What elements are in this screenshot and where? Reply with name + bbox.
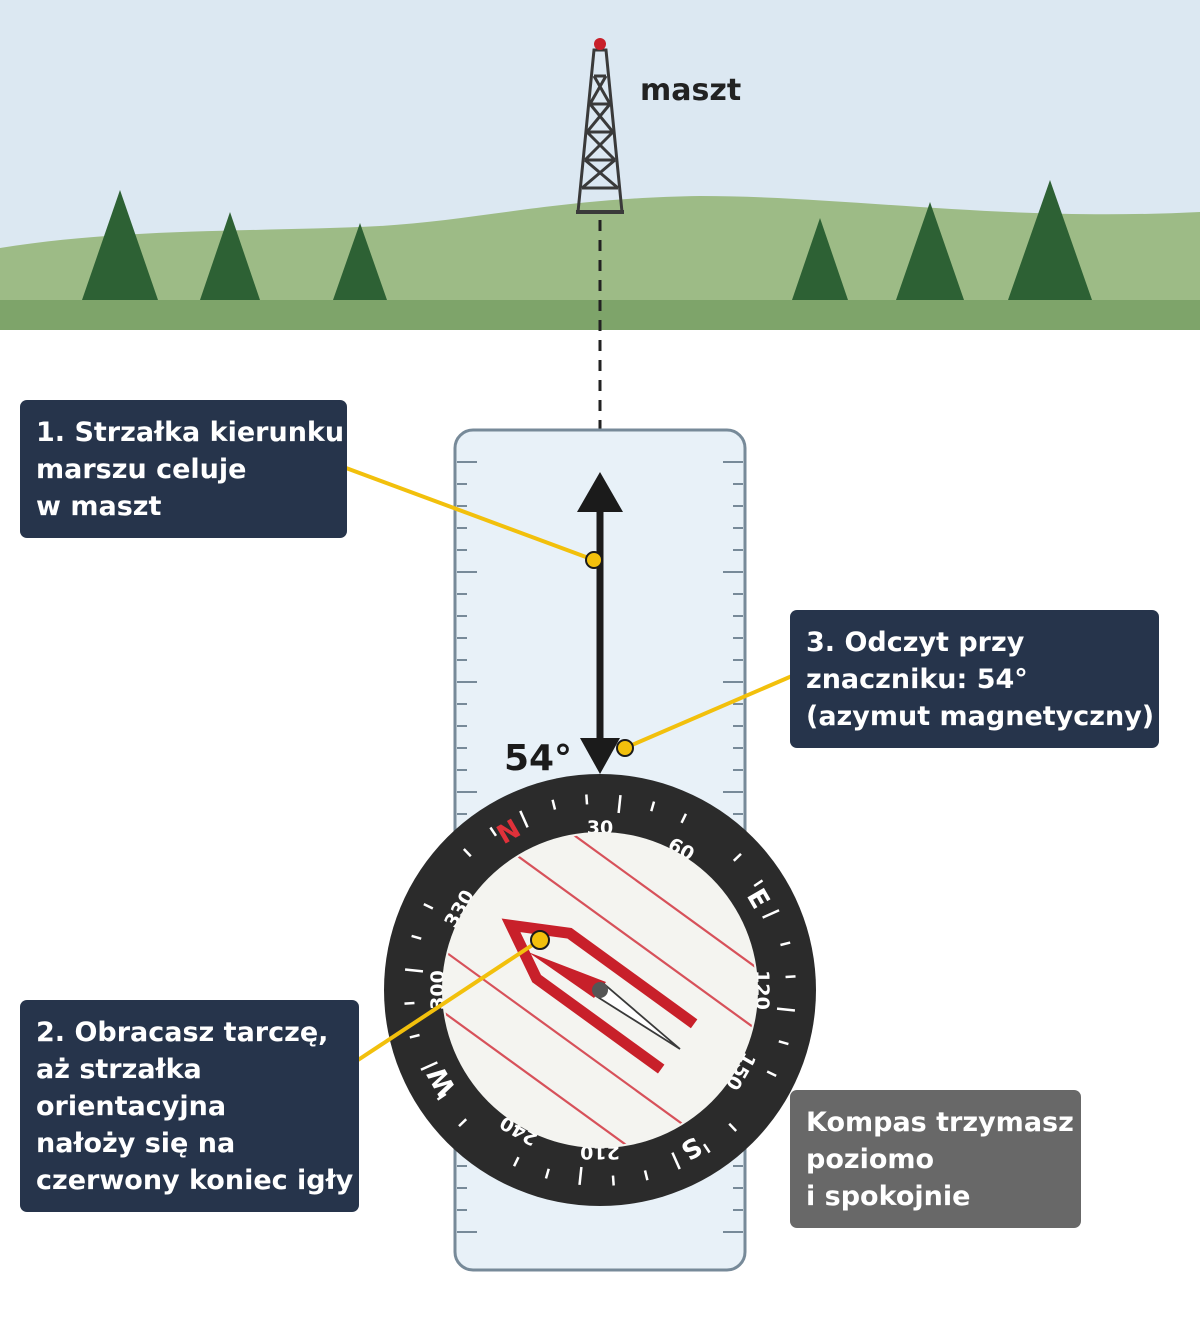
callout-note-line-2: poziomo <box>806 1144 935 1175</box>
callout-step-1-line-2: marszu celuje <box>36 454 247 485</box>
callout-step-3: 3. Odczyt przy znaczniku: 54° (azymut ma… <box>790 610 1159 748</box>
callout-step-1-line-1: 1. Strzałka kierunku <box>36 417 345 448</box>
callout-step-3-line-3: (azymut magnetyczny) <box>806 701 1155 732</box>
index-marker <box>580 738 620 774</box>
bezel-tick <box>650 801 656 812</box>
bezel-tick <box>753 879 764 888</box>
leader-1-dot <box>585 551 603 569</box>
bezel-tick <box>728 1122 738 1132</box>
callout-step-1: 1. Strzałka kierunku marszu celuje w mas… <box>20 400 347 538</box>
leader-2 <box>356 938 542 1062</box>
leader-3-dot <box>616 739 634 757</box>
meridian-lines <box>444 834 756 1146</box>
bezel-tick <box>436 1092 447 1101</box>
bezel-tick <box>780 941 791 947</box>
bezel-tick <box>458 1118 468 1128</box>
bezel-tick <box>617 794 622 814</box>
travel-arrow-head <box>577 472 623 512</box>
callout-step-3-line-1: 3. Odczyt przy <box>806 627 1025 658</box>
bezel-tick <box>776 1007 796 1012</box>
bezel-tick <box>671 1152 681 1170</box>
bezel-tick <box>785 975 796 979</box>
callout-step-3-line-2: znaczniku: 54° <box>806 664 1028 695</box>
callout-step-2-line-5: czerwony koniec igły <box>36 1165 354 1196</box>
callout-step-2: 2. Obracasz tarczę, aż strzałka orientac… <box>20 1000 359 1212</box>
tree <box>200 212 260 300</box>
tree <box>82 190 158 300</box>
bezel-tick <box>778 1040 789 1046</box>
bezel-tick <box>544 1168 550 1179</box>
callout-step-2-line-2: aż strzałka <box>36 1054 202 1085</box>
mast-light <box>594 38 606 50</box>
bezel-tick <box>489 826 498 837</box>
bezel-tick <box>643 1170 649 1181</box>
bezel-tick <box>551 799 557 810</box>
bezel-tick <box>409 1033 420 1039</box>
callout-note: Kompas trzymasz poziomo i spokojnie <box>790 1090 1081 1228</box>
bezel-tick <box>404 968 424 973</box>
needle-pivot <box>592 982 608 998</box>
tree <box>792 218 848 300</box>
bezel-tick <box>680 813 688 824</box>
needle-north <box>528 952 606 998</box>
bezel-tick <box>702 1143 711 1154</box>
bezel-tick <box>578 1166 583 1186</box>
trees <box>82 180 1092 300</box>
bezel-tick <box>462 848 472 858</box>
bezel-tick <box>512 1156 520 1167</box>
callout-step-2-line-3: orientacyjna <box>36 1091 227 1122</box>
tree <box>896 202 964 300</box>
callout-step-2-line-1: 2. Obracasz tarczę, <box>36 1017 329 1048</box>
orienting-arrow <box>501 918 698 1074</box>
bezel-tick <box>585 794 589 805</box>
bearing-label: 54° <box>504 738 572 779</box>
bezel-tick <box>762 909 780 919</box>
callout-note-line-3: i spokojnie <box>806 1181 971 1212</box>
bezel-tick <box>420 1061 438 1071</box>
callout-note-line-1: Kompas trzymasz <box>806 1107 1074 1138</box>
tree <box>333 223 387 300</box>
bezel-tick <box>766 1070 777 1078</box>
bezel-tick <box>732 852 742 862</box>
bezel-tick <box>423 902 434 910</box>
leader-1 <box>345 466 595 562</box>
mast-label: maszt <box>640 73 741 108</box>
compass-housing: N E S W 30 60 120 150 210 240 300 330 <box>384 774 816 1206</box>
tree <box>1008 180 1092 300</box>
bezel-tick <box>404 1001 415 1005</box>
bezel-ticks <box>404 794 796 1186</box>
callout-step-1-line-3: w maszt <box>36 491 162 522</box>
leader-2-dot <box>530 930 550 950</box>
mast-icon <box>576 48 624 214</box>
callout-step-2-line-4: nałoży się na <box>36 1128 236 1159</box>
leader-lines <box>345 466 793 1062</box>
bezel-tick <box>611 1175 615 1186</box>
bezel-tick <box>411 934 422 940</box>
leader-3 <box>624 674 793 750</box>
bezel-tick <box>519 810 529 828</box>
